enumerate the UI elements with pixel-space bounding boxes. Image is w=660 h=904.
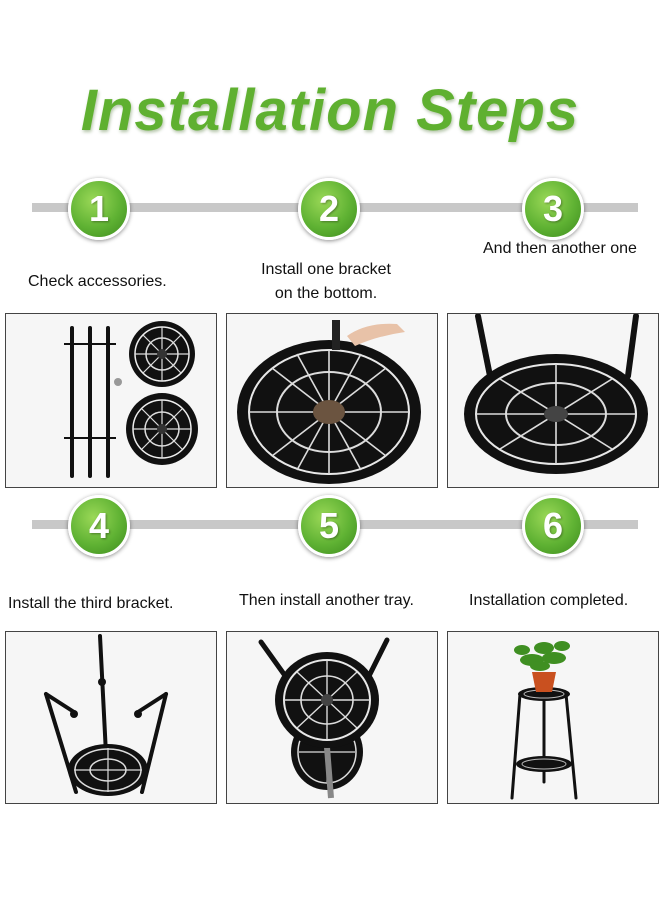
step-2-caption-line-1: Install one bracket [261,261,391,278]
step-3-badge: 3 [522,178,584,240]
tray-top [129,321,195,387]
accessories-photo [5,313,217,488]
step-1-badge: 1 [68,178,130,240]
step-2-caption-line-2: on the bottom. [274,285,378,302]
third-bracket-photo [5,631,217,804]
completed-stand-photo [447,631,659,804]
step-4-badge: 4 [68,495,130,557]
second-tray-photo [226,631,438,804]
bracket-bottom-photo [226,313,438,488]
step-1-caption: Check accessories. [28,273,167,290]
step-6-badge: 6 [522,495,584,557]
second-bracket-photo [447,313,659,488]
step-2-badge: 2 [298,178,360,240]
step-5-caption: Then install another tray. [239,592,414,609]
tray-bottom [126,393,198,465]
step-5-badge: 5 [298,495,360,557]
step-6-caption: Installation completed. [469,592,629,609]
step-4-caption: Install the third bracket. [8,595,174,612]
page-title: Installation Steps [80,78,580,143]
step-2-caption: Install one bracket on the bottom. [226,258,426,306]
step-3-caption: And then another one [483,240,637,257]
